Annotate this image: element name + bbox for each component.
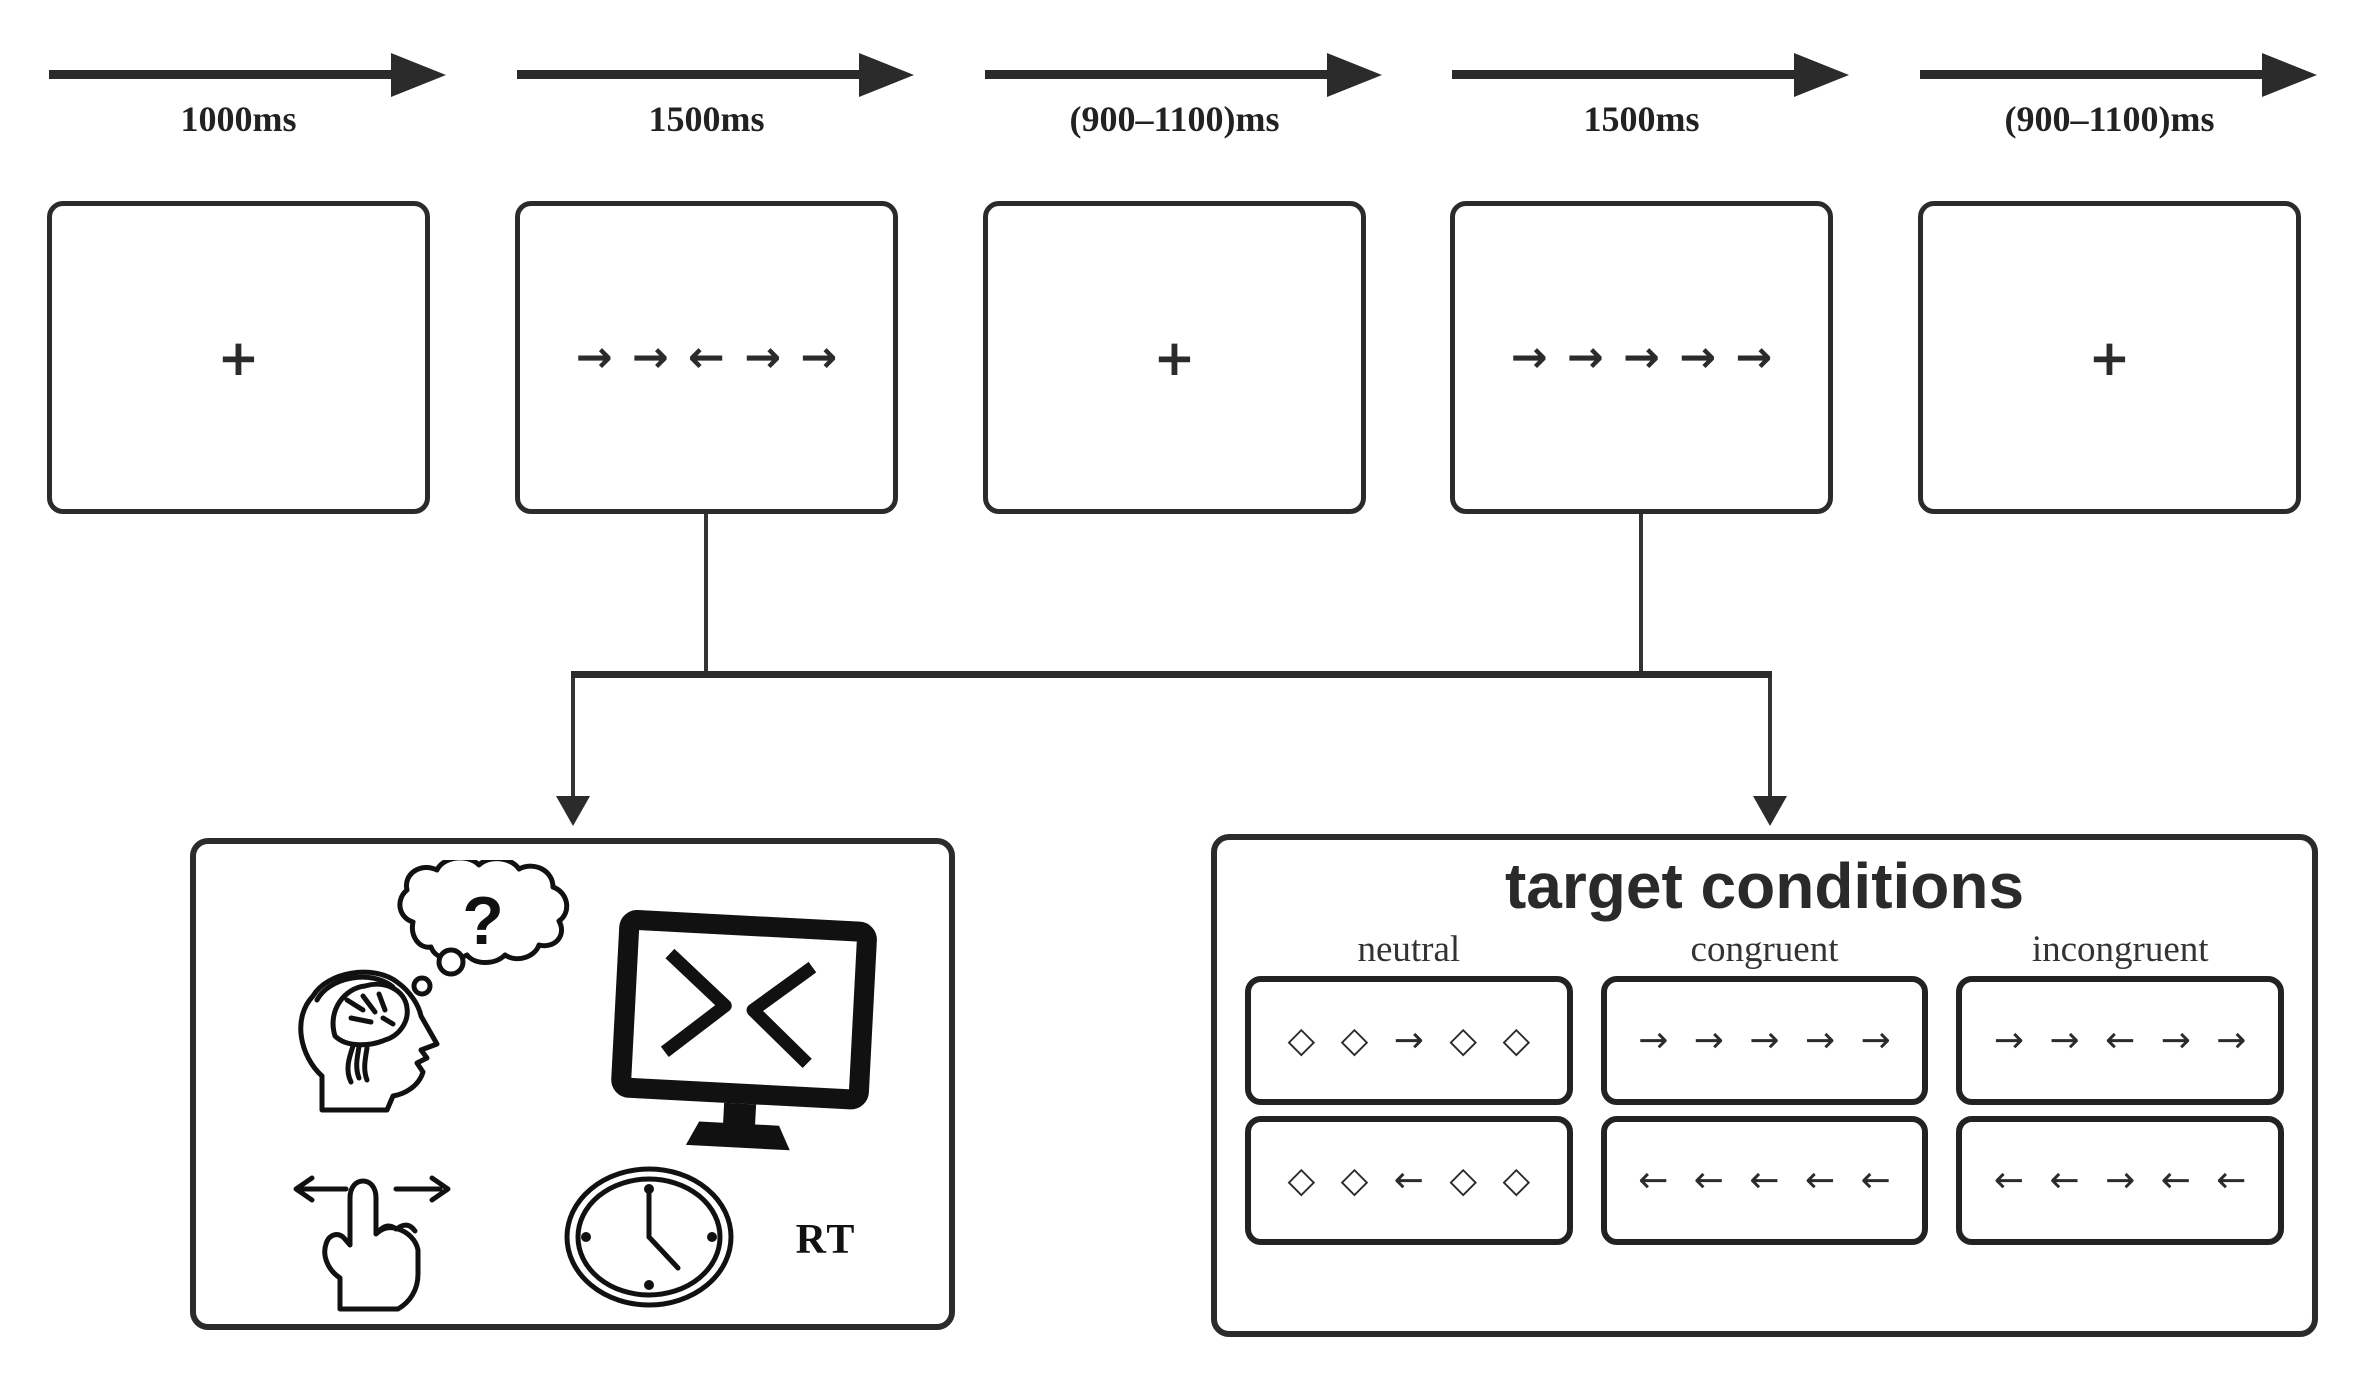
screen-fixation-1: + — [47, 201, 430, 514]
flanker-stimulus: → → ← → → — [575, 331, 838, 383]
timeline-arrow-icon — [1918, 53, 2318, 97]
stimulus-box-neutral-right: ◇ ◇ → ◇ ◇ — [1245, 976, 1573, 1105]
condition-label: neutral — [1357, 929, 1461, 970]
stimulus-box-neutral-left: ◇ ◇ ← ◇ ◇ — [1245, 1116, 1573, 1245]
condition-label: congruent — [1690, 929, 1839, 970]
arrow-head — [859, 53, 914, 97]
target-conditions-title: target conditions — [1504, 850, 2025, 922]
stimulus-box-congruent-right: → → → → → — [1600, 976, 1929, 1105]
fixation-cross: + — [1153, 328, 1196, 387]
fixation-cross: + — [217, 328, 260, 387]
arrow-shaft — [985, 70, 1327, 79]
arrow-shaft — [1452, 70, 1794, 79]
arrow-head — [1794, 53, 1849, 97]
arrow-head — [2262, 53, 2317, 97]
screen-fixation-2: + — [983, 201, 1366, 514]
target-conditions-panel: target conditions neutral ◇ ◇ → ◇ ◇ ◇ ◇ … — [1211, 834, 2318, 1337]
screen-flanker-incongruent: → → ← → → — [515, 201, 898, 514]
connector-horizontal-line — [571, 671, 1772, 678]
arrow-shaft — [49, 70, 391, 79]
condition-label: incongruent — [2031, 929, 2209, 970]
reaction-time-label: RT — [795, 1217, 857, 1263]
target-conditions-columns: neutral ◇ ◇ → ◇ ◇ ◇ ◇ ← ◇ ◇ congruent → … — [1245, 928, 2285, 1256]
duration-label: (900–1100)ms — [1069, 99, 1280, 139]
arrow-shaft — [517, 70, 859, 79]
screen-flanker-congruent: → → → → → — [1450, 201, 1833, 514]
connector-line-from-flanker1 — [704, 514, 708, 675]
connector-drop-left — [571, 678, 575, 796]
column-incongruent: incongruent → → ← → → ← ← → ← ← — [1956, 928, 2285, 1256]
down-arrow-head — [556, 796, 590, 826]
flanker-stimulus: → → → → → — [1510, 331, 1773, 383]
stimulus-string: ◇ ◇ ← ◇ ◇ — [1287, 1159, 1531, 1201]
arrow-head — [1327, 53, 1382, 97]
timeline-arrow-icon — [983, 53, 1383, 97]
column-congruent: congruent → → → → → ← ← ← ← ← — [1600, 928, 1929, 1256]
stimulus-string: ← ← ← ← ← — [1638, 1159, 1891, 1201]
stimulus-string: → → → → → — [1638, 1019, 1891, 1061]
stimulus-string: ◇ ◇ → ◇ ◇ — [1287, 1019, 1531, 1061]
arrow-shaft — [1920, 70, 2262, 79]
connector-line-from-flanker2 — [1639, 514, 1643, 675]
timeline-arrow-icon — [515, 53, 915, 97]
connector-drop-right — [1768, 678, 1772, 796]
swipe-hand-icon — [293, 1175, 451, 1312]
duration-label: 1000ms — [180, 99, 297, 139]
column-neutral: neutral ◇ ◇ → ◇ ◇ ◇ ◇ ← ◇ ◇ — [1245, 928, 1573, 1256]
arrow-head — [391, 53, 446, 97]
duration-label: 1500ms — [1583, 99, 1700, 139]
stimulus-box-incongruent-left: ← ← → ← ← — [1956, 1116, 2285, 1245]
timeline-arrow-icon — [1450, 53, 1850, 97]
clock-icon — [564, 1166, 734, 1308]
monitor-flanker-icon — [611, 910, 877, 1151]
stimulus-string: → → ← → → — [1993, 1019, 2247, 1061]
down-arrow-head — [1753, 796, 1787, 826]
stimulus-box-congruent-left: ← ← ← ← ← — [1600, 1116, 1929, 1245]
screen-fixation-3: + — [1918, 201, 2301, 514]
duration-label: 1500ms — [648, 99, 765, 139]
question-mark: ? — [462, 883, 504, 959]
duration-label: (900–1100)ms — [2004, 99, 2215, 139]
stimulus-string: ← ← → ← ← — [1993, 1159, 2247, 1201]
response-decision-panel: ? — [190, 838, 955, 1330]
stimulus-box-incongruent-right: → → ← → → — [1956, 976, 2285, 1105]
timeline-arrow-icon — [47, 53, 447, 97]
thinking-head-icon: ? — [298, 860, 570, 1113]
fixation-cross: + — [2088, 328, 2131, 387]
